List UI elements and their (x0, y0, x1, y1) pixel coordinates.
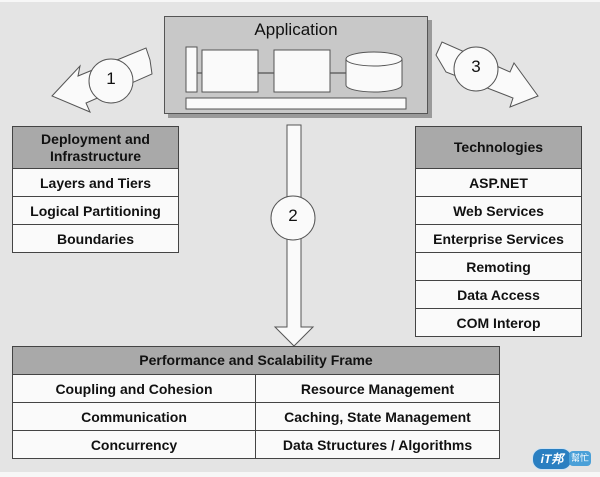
frame-cell: Data Structures / Algorithms (282, 436, 473, 453)
performance-frame-grid: Coupling and Cohesion Resource Managemen… (13, 375, 499, 458)
component-block-2 (273, 49, 331, 93)
frame-cell: Resource Management (256, 375, 499, 403)
technology-item: ASP.NET (416, 169, 581, 197)
frame-cell: Communication (13, 403, 256, 431)
deployment-item: Logical Partitioning (13, 197, 178, 225)
arrow-2 (270, 124, 316, 347)
frame-cell: Coupling and Cohesion (13, 375, 256, 403)
watermark-logo-main: iT邦 (532, 448, 572, 470)
deployment-item: Layers and Tiers (13, 169, 178, 197)
component-block-1 (201, 49, 259, 93)
step-circle-2 (270, 195, 316, 241)
watermark-logo-sub: 幫忙 (569, 451, 591, 466)
side-layer-block (185, 46, 198, 93)
step-number-1: 1 (106, 69, 116, 88)
performance-frame-table: Performance and Scalability Frame Coupli… (12, 346, 500, 459)
technology-item: COM Interop (456, 314, 541, 331)
technology-item: Enterprise Services (416, 225, 581, 253)
frame-cell: Caching, State Management (256, 403, 499, 431)
watermark-logo: iT邦 幫忙 (532, 446, 592, 470)
application-internals (185, 46, 407, 110)
technologies-table: Technologies ASP.NET Web Services Enterp… (415, 126, 582, 337)
technology-item: Remoting (416, 253, 581, 281)
technology-item: Data Access (416, 281, 581, 309)
bottom-layer-block (185, 97, 407, 110)
step-number-2: 2 (288, 206, 298, 225)
database-icon (345, 51, 403, 93)
performance-frame-header: Performance and Scalability Frame (13, 347, 499, 375)
frame-cell: Concurrency (13, 431, 256, 458)
deployment-header: Deployment and Infrastructure (13, 127, 178, 169)
arrow-1 (51, 47, 153, 113)
step-number-3: 3 (471, 57, 481, 76)
application-title: Application (254, 20, 338, 39)
technologies-header: Technologies (416, 127, 581, 169)
step-circle-1 (88, 58, 134, 104)
deployment-table: Deployment and Infrastructure Layers and… (12, 126, 179, 253)
step-circle-3 (453, 46, 499, 92)
arrow-3 (435, 41, 539, 108)
deployment-item: Boundaries (56, 230, 134, 247)
technology-item: Web Services (416, 197, 581, 225)
